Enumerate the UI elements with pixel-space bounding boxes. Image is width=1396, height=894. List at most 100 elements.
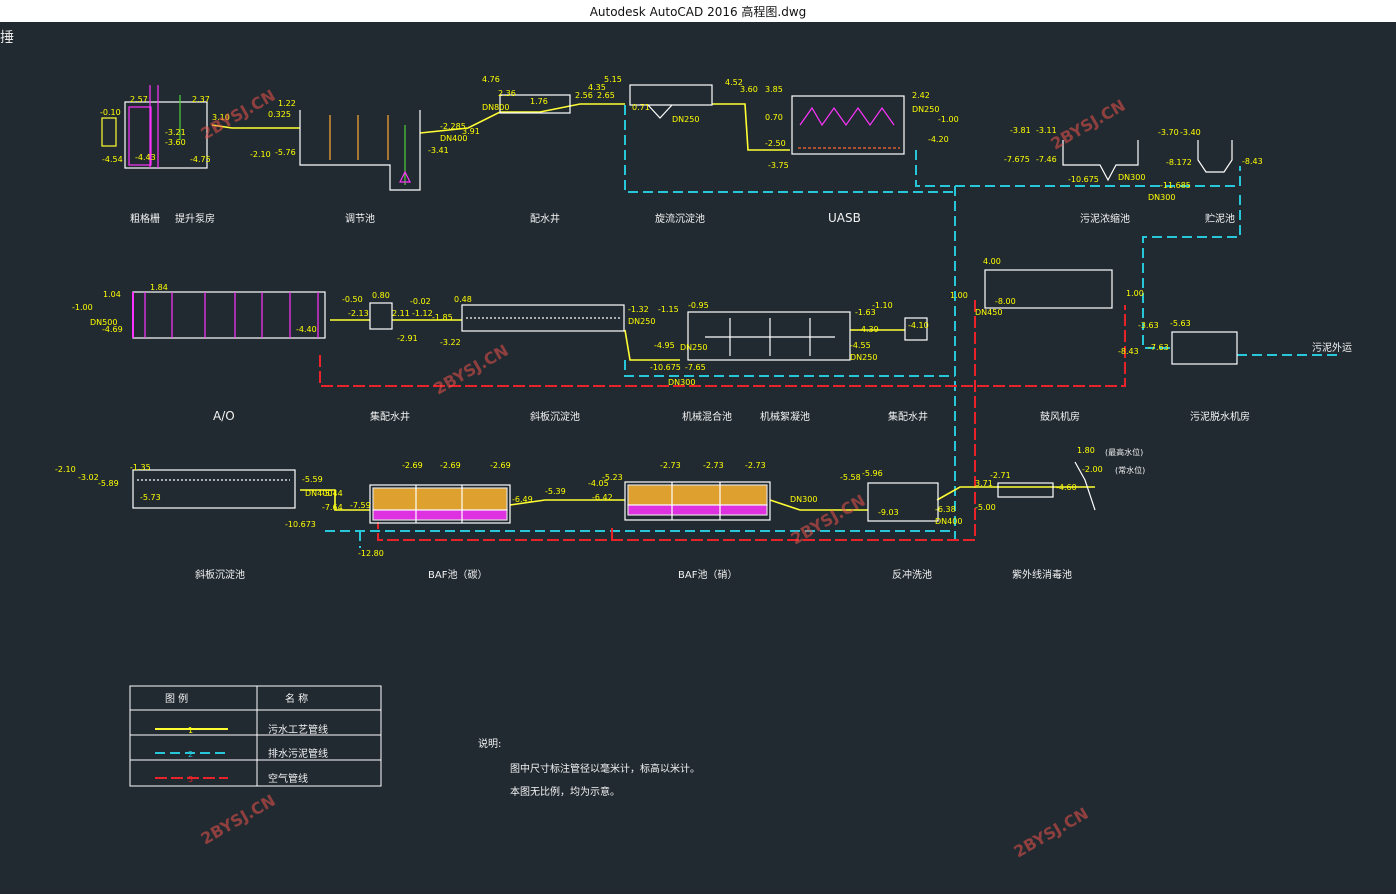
svg-text:-3.60: -3.60 <box>165 138 186 147</box>
incl-sed-2-structure <box>132 469 296 509</box>
svg-text:DN500: DN500 <box>90 318 117 327</box>
label-baf-n: BAF池（硝） <box>678 568 737 581</box>
label-uasb: UASB <box>828 211 861 225</box>
vortex-sed-structure <box>629 84 713 119</box>
svg-text:-2.73: -2.73 <box>660 461 681 470</box>
svg-text:-4.75: -4.75 <box>190 155 211 164</box>
svg-text:DN800: DN800 <box>482 103 509 112</box>
svg-text:-6.49: -6.49 <box>512 495 533 504</box>
svg-text:DN300: DN300 <box>790 495 817 504</box>
legend-name-3: 空气管线 <box>268 772 308 785</box>
svg-text:3.60: 3.60 <box>740 85 758 94</box>
sludge-dewater-structure <box>1171 331 1238 365</box>
legend-header-symbol: 图 例 <box>165 692 188 705</box>
svg-text:1.00: 1.00 <box>950 291 968 300</box>
svg-text:-10.673: -10.673 <box>285 520 316 529</box>
svg-text:1.00: 1.00 <box>1126 289 1144 298</box>
watermark-6: 2BYSJ.CN <box>1011 804 1092 862</box>
svg-text:-8.00: -8.00 <box>995 297 1016 306</box>
svg-text:-5.58: -5.58 <box>840 473 861 482</box>
svg-text:DN300: DN300 <box>1148 193 1175 202</box>
svg-text:-5.44: -5.44 <box>322 489 343 498</box>
window-title: Autodesk AutoCAD 2016 高程图.dwg <box>589 5 807 19</box>
svg-text:-3.63: -3.63 <box>1138 321 1159 330</box>
svg-text:DN400: DN400 <box>305 489 332 498</box>
label-coarse-screen: 粗格栅 <box>130 212 160 225</box>
svg-text:2.37: 2.37 <box>192 95 210 104</box>
svg-text:-7.63: -7.63 <box>1148 343 1169 352</box>
svg-text:2.56: 2.56 <box>575 91 593 100</box>
svg-text:-5.23: -5.23 <box>602 473 623 482</box>
svg-text:-4.10: -4.10 <box>908 321 929 330</box>
svg-text:-2.91: -2.91 <box>397 334 418 343</box>
label-dist-well: 配水井 <box>530 212 560 225</box>
svg-text:DN400: DN400 <box>935 517 962 526</box>
svg-text:2.36: 2.36 <box>498 89 516 98</box>
svg-text:1.76: 1.76 <box>530 97 548 106</box>
svg-text:-0.10: -0.10 <box>100 108 121 117</box>
svg-text:-5.00: -5.00 <box>975 503 996 512</box>
svg-text:2.65: 2.65 <box>597 91 615 100</box>
svg-text:-7.64: -7.64 <box>322 503 343 512</box>
svg-text:DN250: DN250 <box>672 115 699 124</box>
label-equalization: 调节池 <box>345 212 375 225</box>
svg-text:-4.54: -4.54 <box>102 155 123 164</box>
collect-well-2-structure <box>904 317 928 341</box>
label-river-normal: (常水位) <box>1115 465 1145 475</box>
notes-heading: 说明: <box>478 737 501 750</box>
watermark-3: 2BYSJ.CN <box>431 341 512 399</box>
svg-text:-2.69: -2.69 <box>402 461 423 470</box>
drawing-canvas[interactable]: 粗格栅 提升泵房 调节池 配水井 旋流沉淀池 UASB 污泥浓缩池 贮泥池 A/… <box>0 22 1396 890</box>
svg-text:-3.75: -3.75 <box>768 161 789 170</box>
collect-well-1-structure <box>369 302 393 330</box>
svg-text:-3.41: -3.41 <box>428 146 449 155</box>
svg-text:4.76: 4.76 <box>482 75 500 84</box>
svg-text:2.57: 2.57 <box>130 95 148 104</box>
svg-text:-7.46: -7.46 <box>1036 155 1057 164</box>
watermark-2: 2BYSJ.CN <box>1048 96 1129 154</box>
svg-text:-1.32: -1.32 <box>628 305 649 314</box>
svg-text:-2.10: -2.10 <box>250 150 271 159</box>
svg-text:-5.89: -5.89 <box>98 479 119 488</box>
legend-name-2: 排水污泥管线 <box>268 747 328 760</box>
svg-text:-3.11: -3.11 <box>1036 126 1057 135</box>
svg-text:2.11: 2.11 <box>392 309 410 318</box>
svg-text:DN300: DN300 <box>1118 173 1145 182</box>
svg-text:-6.38: -6.38 <box>935 505 956 514</box>
svg-text:-4.05: -4.05 <box>588 479 609 488</box>
svg-text:-9.03: -9.03 <box>878 508 899 517</box>
svg-text:-3.40: -3.40 <box>1180 128 1201 137</box>
corner-glyph: 捶 <box>0 30 14 46</box>
watermark-5: 2BYSJ.CN <box>198 791 279 849</box>
label-collect-well-2: 集配水井 <box>888 410 928 423</box>
label-baf-c: BAF池（碳） <box>428 568 487 581</box>
backwash-structure <box>867 482 939 522</box>
label-sludge-pit: 贮泥池 <box>1205 212 1235 225</box>
svg-text:-8.43: -8.43 <box>1242 157 1263 166</box>
baf-c-structure <box>369 484 511 524</box>
svg-text:3.91: 3.91 <box>462 127 480 136</box>
svg-text:-5.59: -5.59 <box>302 475 323 484</box>
svg-text:4.52: 4.52 <box>725 78 743 87</box>
svg-text:-4.40: -4.40 <box>296 325 317 334</box>
uasb-structure <box>791 95 905 155</box>
coarse-screen-structure <box>101 85 208 169</box>
svg-text:-5.73: -5.73 <box>140 493 161 502</box>
label-sludge-thick: 污泥浓缩池 <box>1080 212 1130 225</box>
label-lift-pump: 提升泵房 <box>175 212 215 225</box>
svg-text:-7.59: -7.59 <box>350 501 371 510</box>
uv-structure <box>997 461 1096 511</box>
svg-text:DN250: DN250 <box>680 343 707 352</box>
legend-num-2: 2 <box>188 750 193 759</box>
svg-text:1.84: 1.84 <box>150 283 168 292</box>
elevation-labels: -0.10 -4.54 -4.43 2.57 2.37 3.10 -3.21 -… <box>55 75 1263 558</box>
elevation-drawing: 粗格栅 提升泵房 调节池 配水井 旋流沉淀池 UASB 污泥浓缩池 贮泥池 A/… <box>55 75 1352 862</box>
svg-text:-2.71: -2.71 <box>990 471 1011 480</box>
label-mech-mix: 机械混合池 <box>682 410 732 423</box>
svg-text:-3.02: -3.02 <box>78 473 99 482</box>
svg-text:-5.96: -5.96 <box>862 469 883 478</box>
svg-text:-0.02: -0.02 <box>410 297 431 306</box>
svg-text:3.10: 3.10 <box>212 113 230 122</box>
svg-text:-1.63: -1.63 <box>855 308 876 317</box>
svg-text:1.22: 1.22 <box>278 99 296 108</box>
